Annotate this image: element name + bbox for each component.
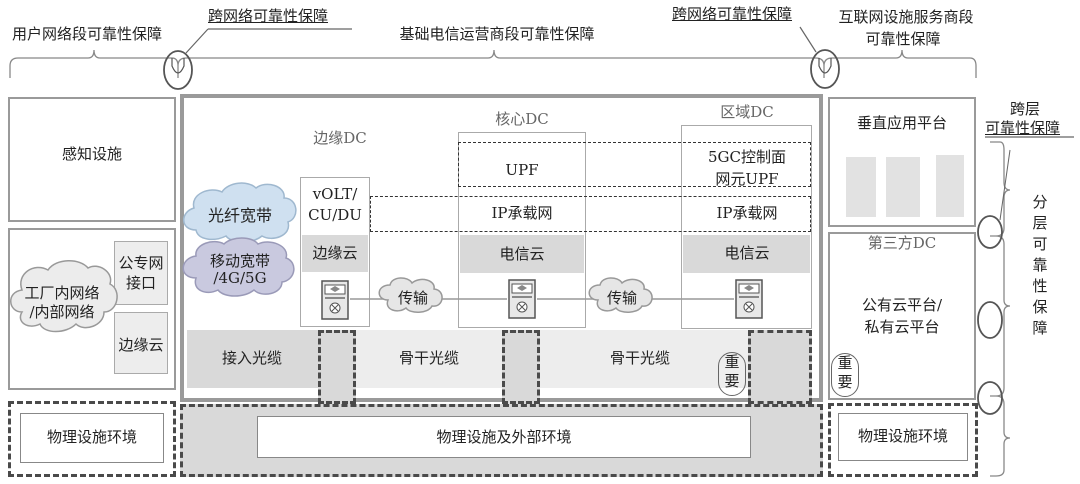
access-cable-connector (318, 330, 356, 404)
important-middle-line2: 要 (724, 372, 740, 390)
ip-bearer-dashed-region (370, 196, 811, 232)
edge-cloud-bar (302, 235, 368, 272)
important-middle-line1: 重 (724, 353, 740, 371)
layer-circle-2 (977, 301, 1003, 339)
factory-network-label-line2: /内部网络 (29, 303, 95, 321)
core-telecom-cloud-bar (460, 235, 584, 273)
vertical-app-platform-box (828, 97, 976, 227)
middle-physical-label: 物理设施及外部环境 (436, 428, 572, 446)
backbone-cable-label-2: 骨干光缆 (609, 349, 671, 367)
right-vertical-brace (990, 141, 1011, 477)
transport-cloud-right (588, 277, 653, 313)
important-mark-middle (718, 352, 746, 396)
core-server-icon (508, 279, 536, 319)
control-plane-label-line1: 5GC控制面 (707, 148, 787, 166)
cloud-platform-label-line2: 私有云平台 (864, 318, 940, 336)
mobile-broadband-cloud (182, 237, 295, 297)
core-dc-label: 核心DC (495, 110, 549, 128)
internet-segment-label-line2: 可靠性保障 (865, 30, 941, 48)
factory-network-box (8, 228, 176, 390)
layered-char: 层 (1032, 214, 1048, 232)
private-network-label-line2: 接口 (125, 274, 157, 292)
important-right-line1: 重 (837, 354, 853, 372)
layered-char: 保 (1032, 298, 1048, 316)
control-plane-label-line2: 网元UPF (715, 170, 779, 188)
layered-char: 障 (1032, 319, 1048, 337)
user-segment-label: 用户网络段可靠性保障 (12, 25, 163, 43)
basic-telecom-segment-label: 基础电信运营商段可靠性保障 (399, 25, 595, 43)
transport-label-right: 传输 (606, 289, 638, 307)
private-network-interface-box (114, 241, 168, 305)
cross-network-left-circle (163, 50, 193, 90)
volt-label-line1: vOLT/ (312, 185, 358, 203)
region-ip-network-label: IP承载网 (716, 204, 778, 222)
edge-cloud-label: 边缘云 (312, 244, 358, 262)
right-physical-outer (828, 403, 978, 477)
middle-physical-inner (257, 416, 751, 458)
cloud-platform-label-line1: 公有云平台/ (861, 296, 943, 314)
internet-segment-label-line1: 互联网设施服务商段 (838, 8, 974, 26)
core-telecom-cloud-label: 电信云 (499, 245, 545, 263)
backbone-connector (502, 330, 540, 404)
fiber-broadband-label: 光纤宽带 (207, 206, 273, 225)
top-brace (9, 49, 977, 78)
left-physical-label: 物理设施环境 (46, 428, 138, 446)
layer-circle-1 (977, 215, 1003, 249)
private-network-label-line1: 公专网 (118, 254, 164, 272)
region-dc-label: 区域DC (720, 103, 774, 121)
transport-label-left: 传输 (397, 289, 429, 307)
left-edge-cloud-box (114, 312, 168, 374)
important-right-line2: 要 (837, 373, 853, 391)
cross-network-right-circle (810, 49, 840, 89)
layered-reliability-label: 分 层 可 靠 性 保 障 (1030, 192, 1050, 339)
app-block-1 (846, 157, 876, 217)
sensing-facility-box (8, 97, 176, 222)
edge-dc-label: 边缘DC (313, 129, 367, 147)
region-server-icon (735, 279, 763, 319)
cross-layer-label-line1: 跨层 (1010, 100, 1041, 118)
left-physical-outer (8, 401, 176, 477)
third-party-dc-box (828, 232, 976, 400)
backbone-cable-bar-1 (356, 330, 502, 388)
region-telecom-cloud-bar (683, 235, 810, 273)
factory-network-label-line1: 工厂内网络 (24, 284, 100, 302)
region-connector (748, 330, 812, 404)
layer-circle-3 (977, 381, 1003, 415)
third-party-dc-label: 第三方DC (867, 234, 937, 252)
access-cable-bar (187, 330, 318, 388)
access-cable-label: 接入光缆 (221, 349, 283, 367)
backbone-cable-bar-2 (540, 330, 748, 388)
cross-network-right-label: 跨网络可靠性保障 (672, 5, 793, 23)
right-physical-inner (838, 413, 968, 461)
app-block-2 (886, 157, 920, 217)
cross-network-left-label: 跨网络可靠性保障 (208, 7, 329, 25)
mobile-broadband-label-line1: 移动宽带 (209, 252, 271, 270)
transport-cloud-left (378, 277, 443, 313)
core-ip-network-label: IP承载网 (491, 204, 553, 222)
sensing-facility-label: 感知设施 (61, 145, 123, 163)
layered-char: 靠 (1032, 256, 1048, 274)
vertical-app-platform-label: 垂直应用平台 (856, 114, 948, 132)
middle-operator-frame (180, 94, 823, 402)
right-physical-label: 物理设施环境 (857, 427, 949, 445)
layered-char: 性 (1032, 277, 1048, 295)
app-block-3 (936, 155, 964, 217)
layered-char: 可 (1032, 235, 1048, 253)
left-physical-inner (20, 413, 164, 463)
factory-network-cloud (10, 260, 118, 333)
upf-control-dashed-region (458, 142, 811, 187)
volt-label-line2: CU/DU (308, 206, 362, 224)
layered-char: 分 (1032, 193, 1048, 211)
left-edge-cloud-label: 边缘云 (118, 336, 164, 354)
important-mark-right (831, 353, 859, 397)
region-telecom-cloud-label: 电信云 (724, 244, 770, 262)
backbone-cable-label-1: 骨干光缆 (398, 349, 460, 367)
cross-layer-label-line2: 可靠性保障 (985, 119, 1061, 137)
upf-label: UPF (505, 161, 539, 179)
mobile-broadband-label-line2: /4G/5G (213, 269, 267, 287)
edge-server-icon (321, 280, 349, 320)
